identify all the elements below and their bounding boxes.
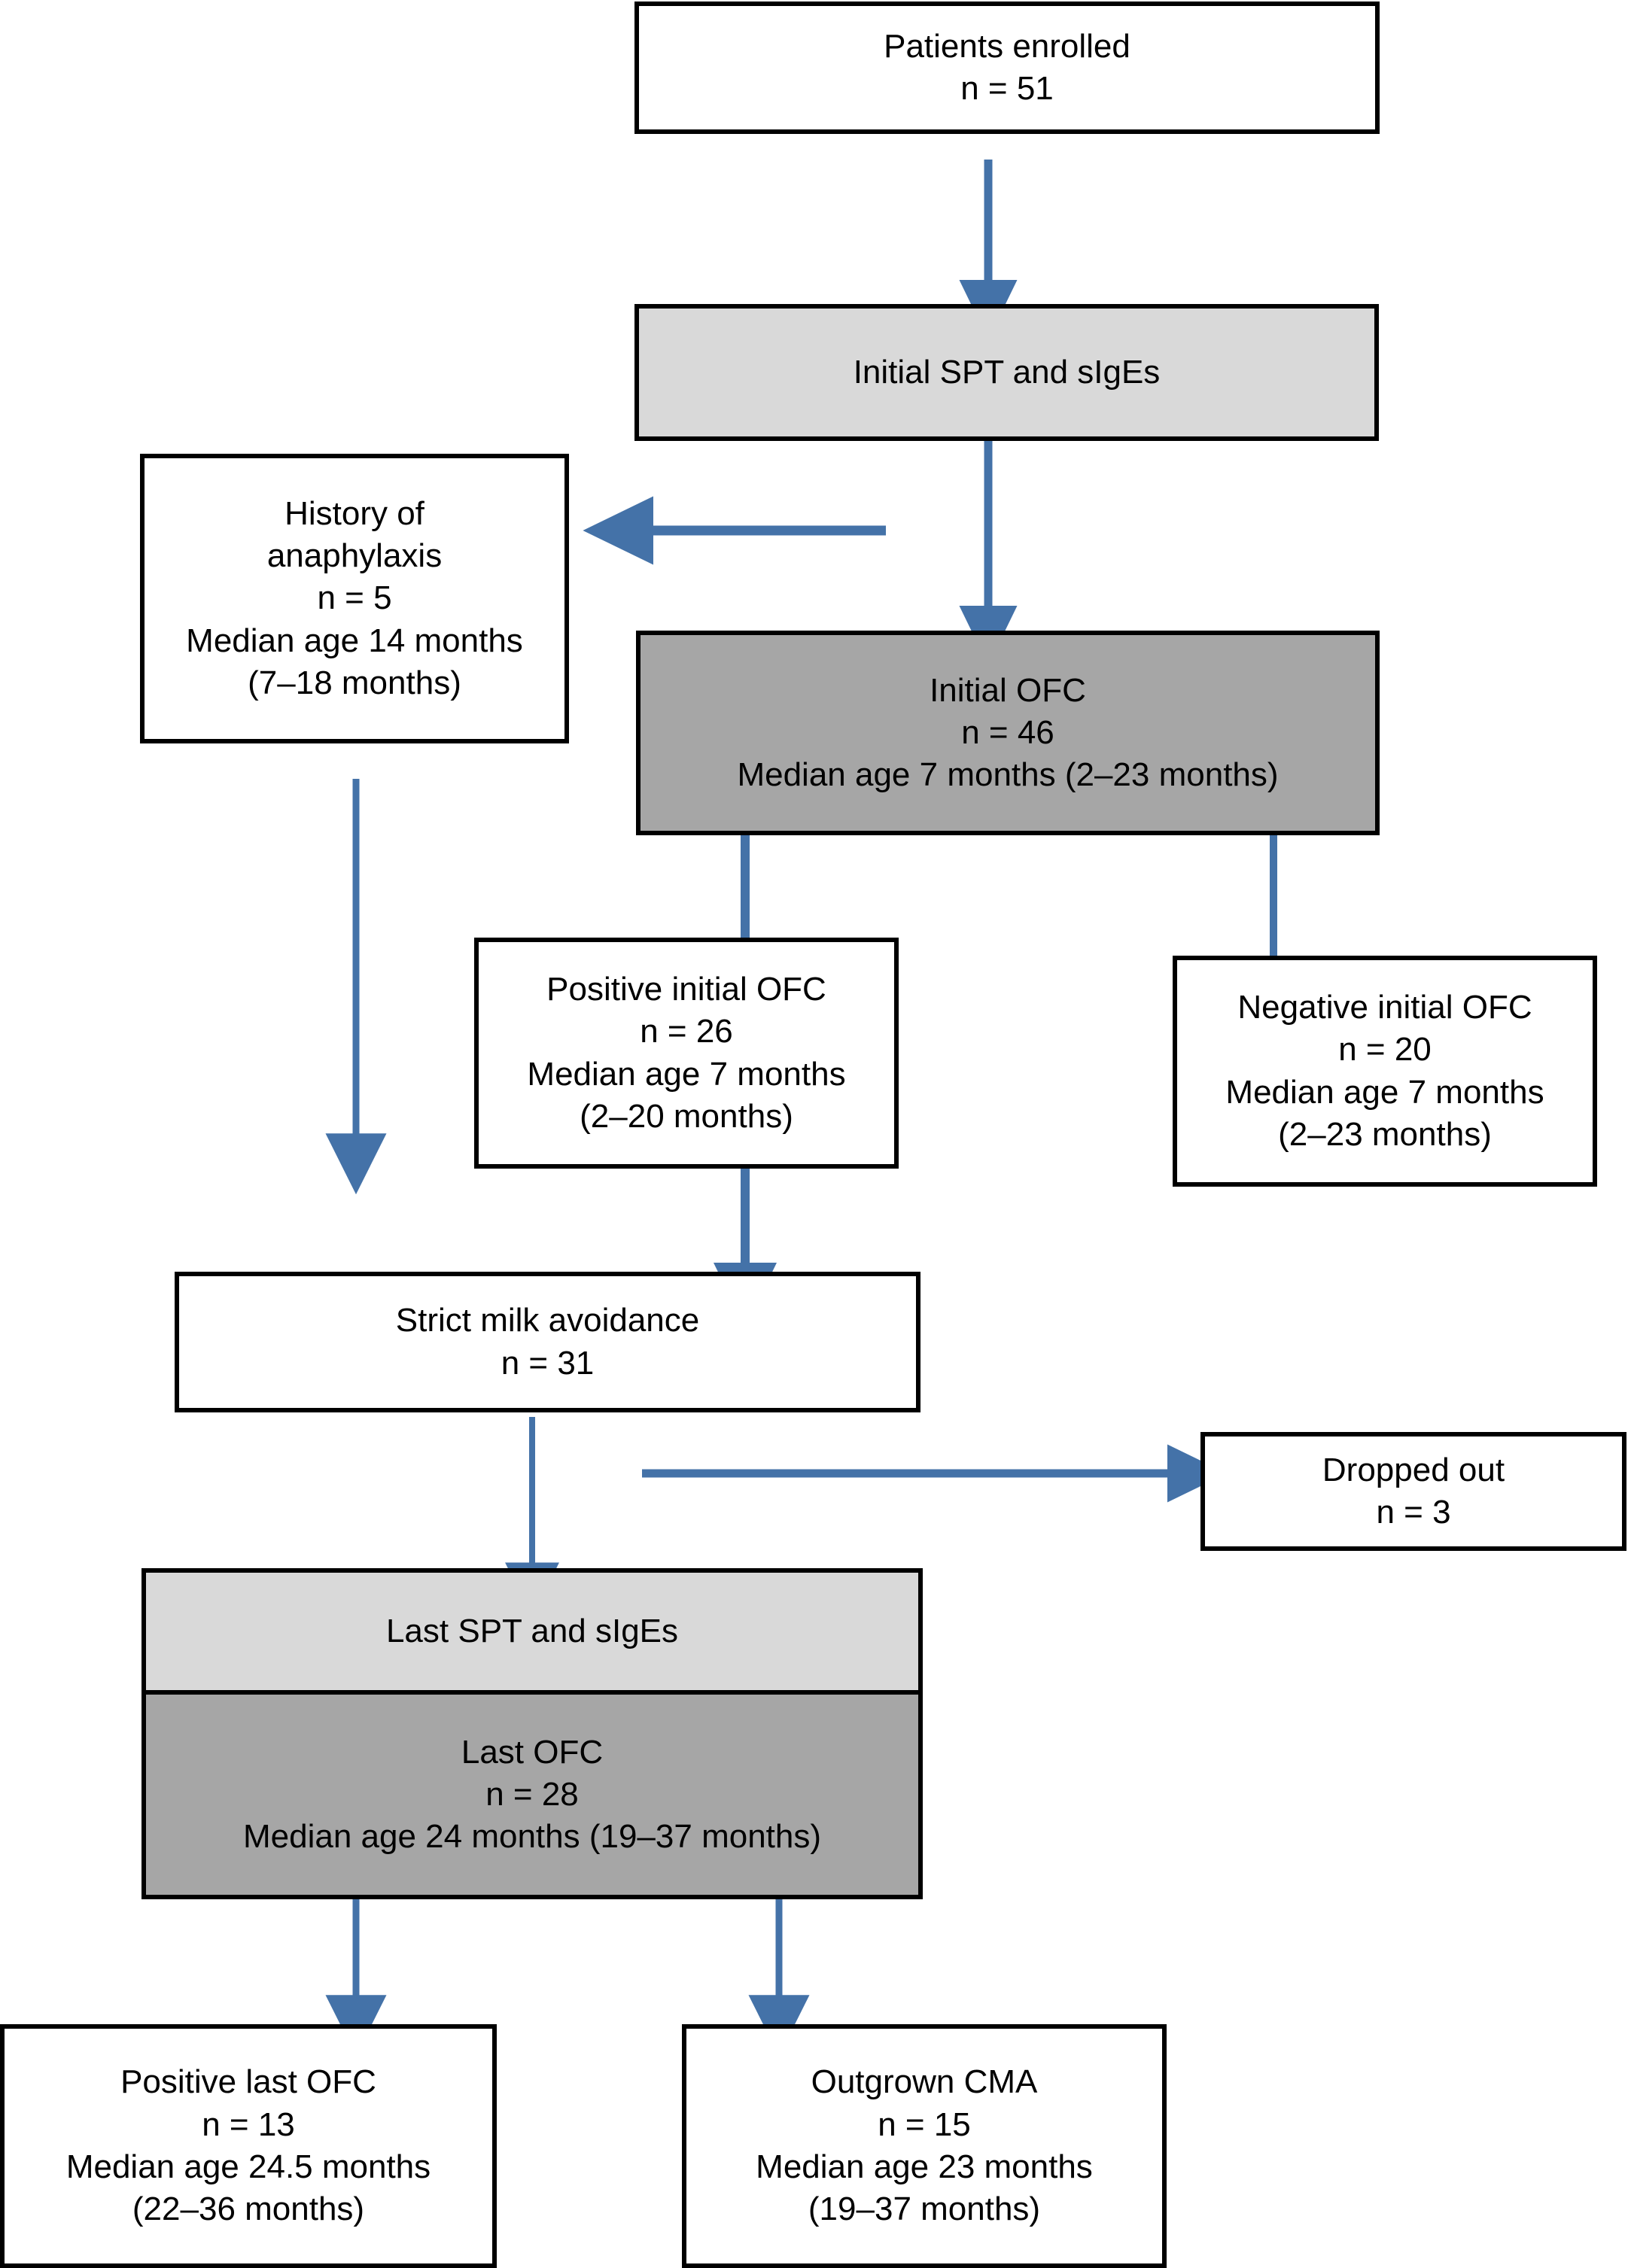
node-positive-initial-ofc[interactable]: Positive initial OFC n = 26 Median age 7…: [474, 938, 899, 1169]
node-line: Patients enrolled: [884, 27, 1130, 65]
node-line: n = 26: [640, 1013, 733, 1050]
node-initial-spt-sige[interactable]: Initial SPT and sIgEs: [634, 304, 1379, 441]
node-line: Median age 14 months: [186, 622, 523, 659]
node-line: n = 31: [501, 1344, 595, 1382]
node-line: (19–37 months): [808, 2190, 1041, 2228]
node-line: Last SPT and sIgEs: [385, 1612, 679, 1649]
node-line: n = 51: [960, 70, 1054, 107]
node-line: Positive initial OFC: [546, 970, 826, 1008]
node-outgrown-cma[interactable]: Outgrown CMA n = 15 Median age 23 months…: [682, 2024, 1167, 2268]
node-line: (2–23 months): [1278, 1115, 1492, 1153]
node-line: Median age 7 months: [527, 1055, 846, 1093]
node-line: Initial SPT and sIgEs: [853, 353, 1161, 391]
node-line: Median age 23 months: [756, 2148, 1093, 2185]
node-line: n = 15: [878, 2105, 971, 2143]
node-line: (7–18 months): [248, 664, 461, 701]
node-last-spt-sige[interactable]: Last SPT and sIgEs: [146, 1573, 918, 1695]
node-last-ofc[interactable]: Last OFC n = 28 Median age 24 months (19…: [146, 1695, 918, 1895]
node-last-tests-and-last-ofc: Last SPT and sIgEs Last OFC n = 28 Media…: [141, 1568, 923, 1899]
node-history-of-anaphylaxis[interactable]: History of anaphylaxis n = 5 Median age …: [140, 454, 569, 743]
node-negative-initial-ofc[interactable]: Negative initial OFC n = 20 Median age 7…: [1173, 956, 1597, 1187]
node-patients-enrolled[interactable]: Patients enrolled n = 51: [634, 2, 1380, 134]
node-line: anaphylaxis: [266, 537, 443, 575]
node-line: Median age 24.5 months: [65, 2148, 431, 2185]
node-line: Initial OFC: [930, 671, 1086, 709]
node-strict-milk-avoidance[interactable]: Strict milk avoidance n = 31: [175, 1272, 920, 1412]
node-line: Last OFC: [461, 1733, 604, 1771]
node-line: Positive last OFC: [120, 2063, 376, 2101]
node-line: n = 28: [485, 1775, 579, 1813]
node-line: (22–36 months): [132, 2190, 365, 2228]
node-initial-ofc[interactable]: Initial OFC n = 46 Median age 7 months (…: [636, 631, 1380, 835]
node-line: Dropped out: [1322, 1451, 1505, 1488]
node-line: n = 46: [961, 713, 1054, 751]
node-line: Median age 7 months: [1225, 1073, 1544, 1111]
node-line: Median age 7 months (2–23 months): [737, 756, 1279, 794]
node-positive-last-ofc[interactable]: Positive last OFC n = 13 Median age 24.5…: [0, 2024, 497, 2268]
node-line: Strict milk avoidance: [395, 1302, 700, 1339]
node-dropped-out[interactable]: Dropped out n = 3: [1200, 1432, 1626, 1551]
node-line: Negative initial OFC: [1237, 988, 1532, 1026]
node-line: (2–20 months): [580, 1097, 793, 1135]
node-line: History of: [285, 494, 424, 532]
node-line: Median age 24 months (19–37 months): [242, 1818, 822, 1856]
node-line: n = 13: [202, 2105, 295, 2143]
node-line: n = 3: [1376, 1494, 1451, 1531]
node-line: n = 5: [317, 579, 392, 617]
node-line: n = 20: [1338, 1031, 1432, 1069]
node-line: Outgrown CMA: [811, 2063, 1038, 2101]
